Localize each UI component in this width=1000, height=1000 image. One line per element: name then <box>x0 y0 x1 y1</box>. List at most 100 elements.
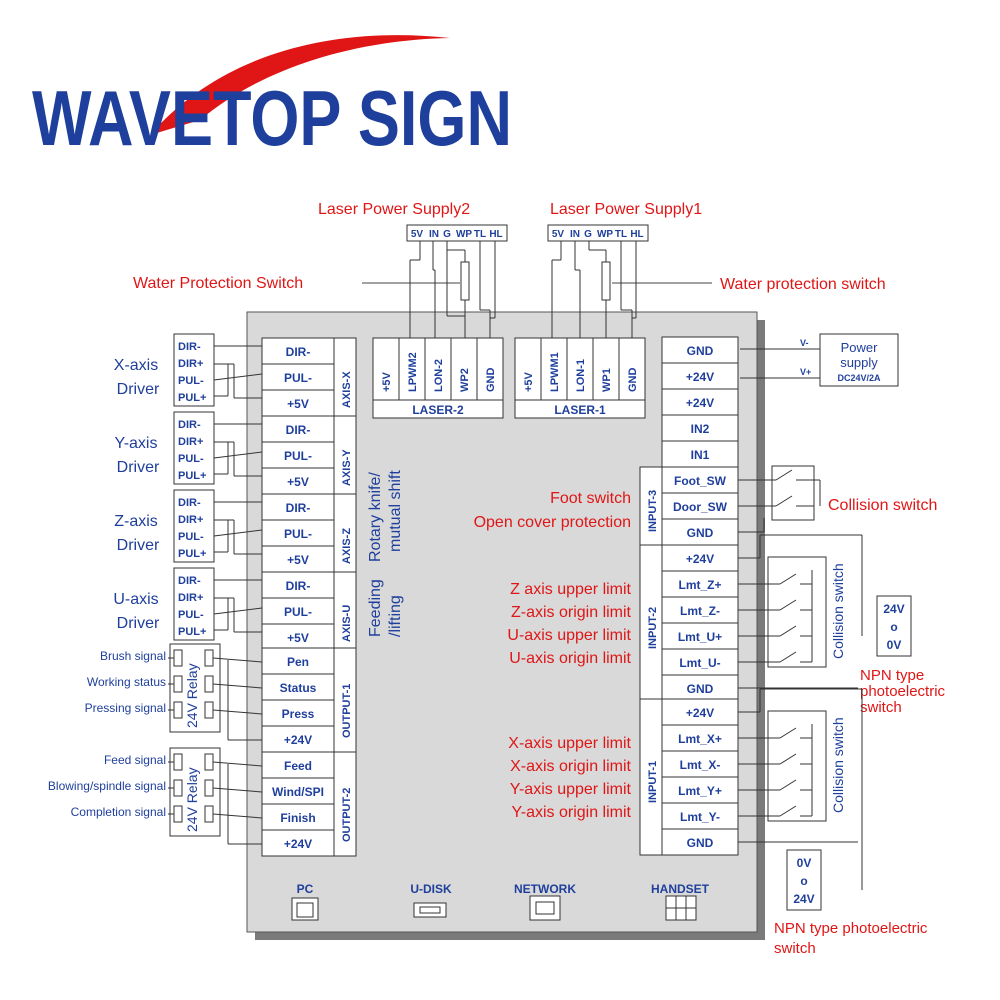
relay-contact-icon <box>173 805 183 823</box>
wire <box>779 779 797 791</box>
connector-pin-label: G <box>584 229 592 240</box>
limit-label: U-axis origin limit <box>509 650 631 667</box>
pin-cell <box>661 440 739 468</box>
connector-pin-label: HL <box>489 229 502 240</box>
limit-label: X-axis origin limit <box>510 758 631 775</box>
limit-switch-bank-icon <box>767 556 827 668</box>
voltage-label: 0V <box>887 638 902 652</box>
port-title-cell <box>372 399 504 419</box>
axis-pin-label: PUL- <box>284 527 312 541</box>
pin-cell <box>261 519 335 547</box>
ethernet-inner <box>535 901 555 915</box>
connector-pin-label: IN <box>570 229 580 240</box>
v-plus-label: V+ <box>800 367 811 377</box>
axis-port-title: AXIS-U <box>341 605 353 642</box>
relay-contact-icon <box>173 649 183 667</box>
relay-contact-icon <box>173 779 183 797</box>
driver-pin-label: DIR- <box>178 575 201 587</box>
power-pin-label: GND <box>687 344 714 358</box>
pin-label: GND <box>485 368 497 393</box>
output-pin-label: Status <box>280 681 317 695</box>
input-pin-label: +24V <box>686 552 714 566</box>
driver-connector <box>173 489 215 563</box>
wire <box>212 683 263 689</box>
wire <box>779 753 797 765</box>
wire <box>779 599 797 611</box>
water-switch-icon <box>601 261 611 301</box>
limit-switch-bank-icon <box>767 710 827 822</box>
driver-label-word: Driver <box>117 381 160 398</box>
output-pin-label: Press <box>282 707 315 721</box>
pin-cell <box>661 336 739 364</box>
connector-pin-label: HL <box>630 229 643 240</box>
port-title-cell <box>639 698 663 856</box>
pin-cell <box>514 337 542 401</box>
driver-label-axis: Z-axis <box>114 513 158 530</box>
power-supply-title: Power <box>841 340 879 355</box>
power-supply-title-2: supply <box>840 355 878 370</box>
connector-pin-label: 5V <box>411 229 424 240</box>
wire <box>779 805 797 817</box>
driver-pin-label: PUL- <box>178 453 204 465</box>
wire <box>212 709 263 715</box>
pin-cell <box>661 724 739 752</box>
pin-cell <box>261 623 335 651</box>
voltage-label: o <box>890 620 897 634</box>
pin-cell <box>398 337 426 401</box>
axis-pin-label: +5V <box>287 553 309 567</box>
relay-label: 24V Relay <box>184 663 200 728</box>
axis-port-title: AXIS-Z <box>341 528 353 564</box>
pin-label: LON-1 <box>575 359 587 392</box>
output-pin-label: +24V <box>284 733 312 747</box>
pin-label: WP2 <box>459 368 471 392</box>
input-1-port: +24VLmt_X+Lmt_X-Lmt_Y+Lmt_Y-GNDINPUT-1X-… <box>508 688 928 957</box>
collision-switch-icon <box>771 465 815 521</box>
wire <box>213 451 263 459</box>
voltage-box <box>876 595 912 657</box>
input-pin-label: Lmt_U- <box>679 656 720 670</box>
connector-frame <box>547 224 649 242</box>
relay-contact-icon <box>173 701 183 719</box>
pin-label: LPWM2 <box>407 352 419 392</box>
pin-cell <box>261 363 335 391</box>
power-supply-spec: DC24V/2A <box>837 373 881 383</box>
water-switch-icon <box>460 261 470 301</box>
axis-pin-label: PUL- <box>284 449 312 463</box>
limit-label: Y-axis upper limit <box>510 781 632 798</box>
wire <box>212 787 263 793</box>
connector-pin-label: WP <box>597 229 613 240</box>
laser-ps1-title: Laser Power Supply1 <box>550 201 702 218</box>
wire <box>779 573 797 585</box>
power-pin-label: +24V <box>686 370 714 384</box>
input3-label: Open cover protection <box>474 514 631 531</box>
usb-a-inner <box>419 906 441 914</box>
axis-port-title: AXIS-X <box>341 371 353 408</box>
pin-cell <box>661 596 739 624</box>
axis-pin-label: DIR- <box>286 423 311 437</box>
input-pin-label: +24V <box>686 706 714 720</box>
output-signal-label: Brush signal <box>100 649 166 663</box>
axis-pin-label: PUL- <box>284 371 312 385</box>
axis-pin-label: +5V <box>287 475 309 489</box>
output-port-title: OUTPUT-1 <box>341 684 353 738</box>
output-signal-label: Feed signal <box>104 753 166 767</box>
pin-cell <box>618 337 646 401</box>
pin-cell <box>476 337 504 401</box>
relay-label: 24V Relay <box>184 767 200 832</box>
pin-cell <box>661 414 739 442</box>
input-port-title: INPUT-2 <box>647 607 659 649</box>
power-pin-label: IN2 <box>691 422 710 436</box>
logo: WAVETOP SIGN <box>32 35 512 162</box>
driver-label-word: Driver <box>117 459 160 476</box>
water-switch-label-right: Water protection switch <box>720 276 886 293</box>
axis-pin-label: DIR- <box>286 345 311 359</box>
driver-pin-label: PUL+ <box>178 626 206 638</box>
input-pin-label: GND <box>687 836 714 850</box>
pin-label: GND <box>627 368 639 393</box>
